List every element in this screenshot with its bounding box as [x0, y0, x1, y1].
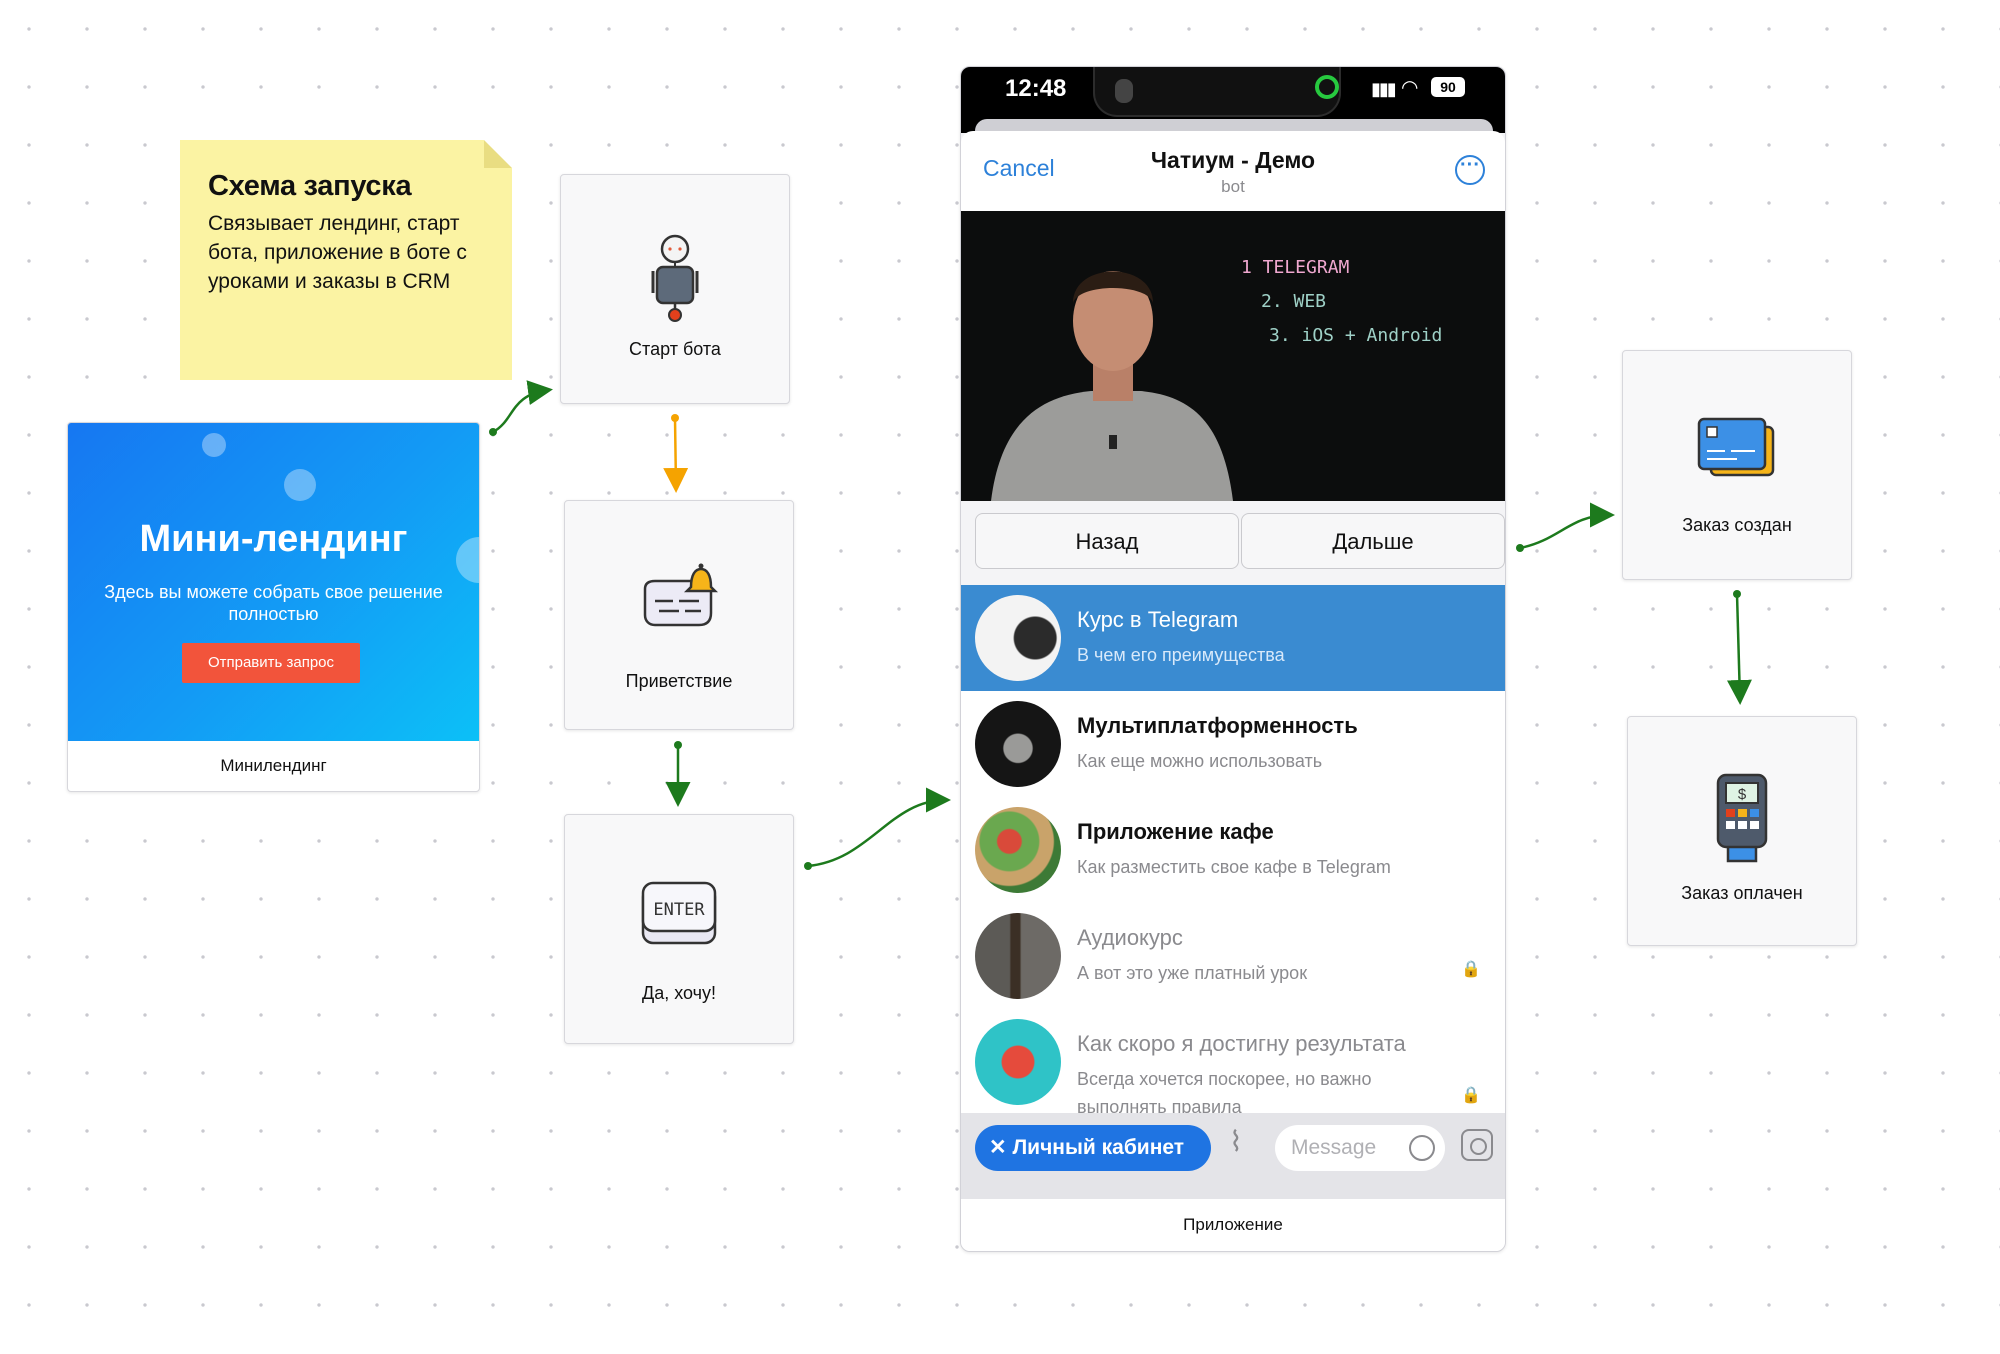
list-item[interactable]: Аудиокурс А вот это уже платный урок 🔒 — [961, 903, 1505, 1009]
app-caption: Приложение — [961, 1199, 1505, 1251]
bot-start-node[interactable]: Старт бота — [560, 174, 790, 404]
lesson-subtitle: Как еще можно использовать — [1077, 751, 1323, 771]
dynamic-island — [1093, 67, 1341, 117]
enter-key-text: ENTER — [653, 900, 705, 920]
app-node[interactable]: 12:48 ▮▮▮ ◠ 90 Cancel Чатиум - Демо bot … — [960, 66, 1506, 1252]
chalkboard-text: 1 TELEGRAM 2. WEB 3. iOS + Android — [1241, 251, 1442, 353]
order-paid-node[interactable]: $ Заказ оплачен — [1627, 716, 1857, 946]
board-line: 1 TELEGRAM — [1241, 257, 1350, 278]
message-composer: ✕ Личный кабинет ⌇ Message — [961, 1113, 1505, 1199]
greeting-label: Приветствие — [625, 671, 733, 691]
lesson-title: Аудиокурс — [1077, 925, 1183, 950]
lesson-subtitle: А вот это уже платный урок — [1077, 963, 1308, 983]
signal-icon: ▮▮▮ — [1371, 79, 1397, 99]
order-created-label: Заказ создан — [1682, 515, 1792, 535]
lesson-title: Мультиплатформенность — [1077, 713, 1358, 738]
list-item[interactable]: Курс в Telegram В чем его преимущества — [961, 585, 1505, 691]
video-player[interactable]: 1 TELEGRAM 2. WEB 3. iOS + Android — [961, 211, 1505, 501]
sticky-fold — [484, 140, 512, 168]
lesson-subtitle: В чем его преимущества — [1077, 645, 1285, 665]
close-icon: ✕ — [989, 1136, 1013, 1159]
nav-buttons: Назад Дальше — [961, 501, 1505, 585]
lock-icon: 🔒 — [1461, 1087, 1481, 1104]
arrow-created-to-paid — [1726, 590, 1752, 705]
status-time: 12:48 — [1005, 75, 1067, 102]
chat-bell-icon — [639, 563, 719, 629]
paperclip-icon[interactable]: ⌇ — [1229, 1126, 1243, 1157]
next-button[interactable]: Дальше — [1241, 513, 1505, 569]
robot-icon — [645, 233, 705, 323]
battery-icon: 90 — [1431, 77, 1465, 97]
yes-label: Да, хочу! — [642, 983, 716, 1003]
arrow-bot-to-greeting — [663, 414, 689, 493]
personal-cabinet-button[interactable]: ✕ Личный кабинет — [975, 1125, 1211, 1171]
board-line: 2. WEB — [1261, 291, 1327, 312]
landing-heading: Мини-лендинг — [139, 518, 408, 560]
board-line: 3. iOS + Android — [1269, 325, 1443, 346]
landing-caption: Минилендинг — [220, 756, 327, 775]
timer-icon[interactable] — [1409, 1135, 1435, 1161]
lock-icon: 🔒 — [1461, 961, 1481, 978]
arrow-landing-to-bot — [489, 380, 553, 436]
landing-node[interactable]: Мини-лендинг Здесь вы можете собрать сво… — [67, 422, 480, 792]
lesson-thumbnail — [975, 913, 1061, 999]
list-item[interactable]: Мультиплатформенность Как еще можно испо… — [961, 691, 1505, 797]
svg-text:$: $ — [1738, 786, 1747, 803]
send-request-button[interactable]: Отправить запрос — [182, 643, 360, 683]
sticky-note[interactable]: Схема запуска Связывает лендинг, старт б… — [180, 140, 512, 380]
enter-key-icon: ENTER — [641, 881, 717, 945]
greeting-node[interactable]: Приветствие — [564, 500, 794, 730]
lesson-thumbnail — [975, 595, 1061, 681]
back-button[interactable]: Назад — [975, 513, 1239, 569]
bot-subtitle: bot — [1221, 177, 1245, 196]
list-item[interactable]: Как скоро я достигну результата Всегда х… — [961, 1009, 1505, 1117]
decor-bubble — [202, 433, 226, 457]
yes-node[interactable]: ENTER Да, хочу! — [564, 814, 794, 1044]
presenter-image — [961, 211, 1505, 501]
arrow-app-to-order-created — [1516, 502, 1615, 552]
arrow-yes-to-app — [804, 787, 951, 870]
camera-icon — [1115, 79, 1133, 103]
lesson-thumbnail — [975, 701, 1061, 787]
camera-button-icon[interactable] — [1461, 1129, 1493, 1161]
lesson-list: Курс в Telegram В чем его преимущества М… — [961, 585, 1505, 1117]
lesson-subtitle: Как разместить свое кафе в Telegram — [1077, 857, 1391, 877]
webapp-header: Cancel Чатиум - Демо bot ··· — [961, 131, 1505, 211]
more-icon[interactable]: ··· — [1455, 155, 1485, 185]
order-paid-label: Заказ оплачен — [1681, 883, 1803, 903]
order-created-node[interactable]: Заказ создан — [1622, 350, 1852, 580]
sticky-text: Связывает лендинг, старт бота, приложени… — [208, 212, 467, 293]
decor-bubble — [284, 469, 316, 501]
wifi-icon: ◠ — [1401, 77, 1419, 99]
lesson-thumbnail — [975, 807, 1061, 893]
arrow-greeting-to-yes — [665, 741, 691, 807]
sticky-title: Схема запуска — [208, 170, 412, 202]
personal-cabinet-label: Личный кабинет — [1012, 1136, 1185, 1159]
bot-start-label: Старт бота — [629, 339, 721, 359]
payment-terminal-icon: $ — [1714, 773, 1770, 863]
decor-bubble — [456, 537, 479, 583]
lesson-thumbnail — [975, 1019, 1061, 1105]
landing-hero: Мини-лендинг Здесь вы можете собрать сво… — [68, 423, 479, 741]
cancel-button[interactable]: Cancel — [983, 155, 1055, 181]
activity-ring-icon — [1315, 75, 1339, 99]
list-item[interactable]: Приложение кафе Как разместить свое кафе… — [961, 797, 1505, 903]
lesson-title: Приложение кафе — [1077, 819, 1274, 844]
lesson-title: Курс в Telegram — [1077, 607, 1239, 632]
credit-card-icon — [1697, 417, 1777, 483]
lesson-title: Как скоро я достигну результата — [1077, 1031, 1406, 1056]
bot-title: Чатиум - Демо — [1150, 147, 1316, 173]
landing-subtitle: Здесь вы можете собрать свое решение пол… — [104, 582, 443, 624]
lesson-subtitle: Всегда хочется поскорее, но важно выполн… — [1077, 1069, 1372, 1117]
